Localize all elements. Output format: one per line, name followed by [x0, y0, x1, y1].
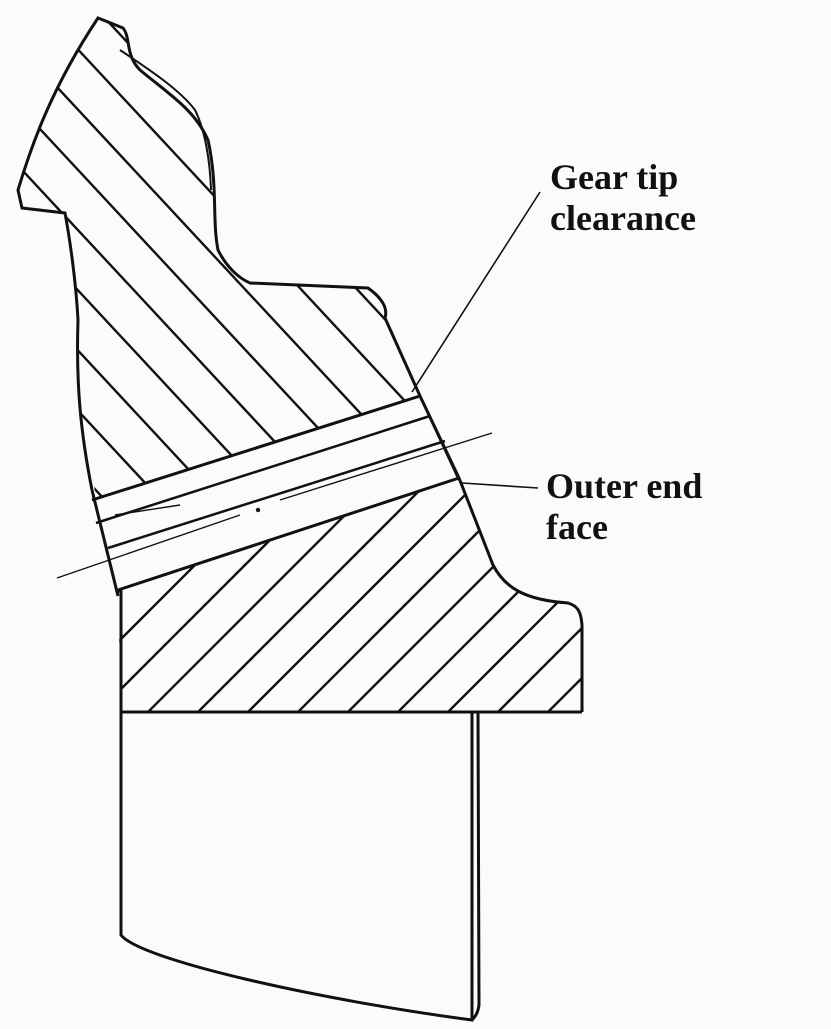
hatch-line — [255, 18, 420, 500]
upper-outline — [16, 16, 422, 491]
center-line — [56, 432, 493, 579]
hatch-line — [750, 440, 831, 760]
hatch-line — [118, 478, 121, 712]
label-outer-end-line-2: face — [546, 507, 608, 547]
right-outline — [418, 395, 584, 712]
label-gear-tip-line-1: Gear tip — [550, 157, 679, 197]
leader-outer-end-face — [461, 482, 539, 489]
hatch-line — [760, 0, 831, 620]
hatch-line — [816, 0, 831, 620]
hatch-line — [0, 440, 70, 760]
hatch-line — [700, 440, 831, 760]
tooth-tip-inner-curve — [119, 49, 212, 191]
hatch-line — [449, 478, 582, 712]
hatch-line — [18, 18, 218, 500]
hatch-line — [0, 440, 20, 760]
hatch-line — [18, 18, 420, 500]
label-gear-tip-clearance: Gear tip clearance — [550, 157, 696, 239]
clearance-channel — [90, 394, 461, 597]
hatch-line — [18, 18, 274, 500]
hatch-line — [18, 18, 106, 500]
hatch-line — [18, 18, 386, 500]
label-gear-tip-line-2: clearance — [550, 198, 696, 238]
hatch-line — [800, 440, 831, 760]
label-outer-end-face: Outer end face — [546, 466, 702, 548]
leader-gear-tip-clearance — [411, 191, 541, 393]
hatch-line — [18, 18, 50, 500]
hatch-upper-region — [18, 0, 831, 620]
hatch-line — [31, 18, 420, 500]
label-outer-end-line-1: Outer end — [546, 466, 703, 506]
hatch-line — [18, 18, 420, 500]
lower-hub-body — [119, 590, 582, 1022]
hatch-line — [499, 478, 582, 712]
hatch-line — [349, 478, 582, 712]
hatch-line — [704, 0, 831, 620]
hatch-line — [18, 18, 330, 500]
hatch-line — [18, 18, 162, 500]
hatch-line — [18, 18, 420, 500]
